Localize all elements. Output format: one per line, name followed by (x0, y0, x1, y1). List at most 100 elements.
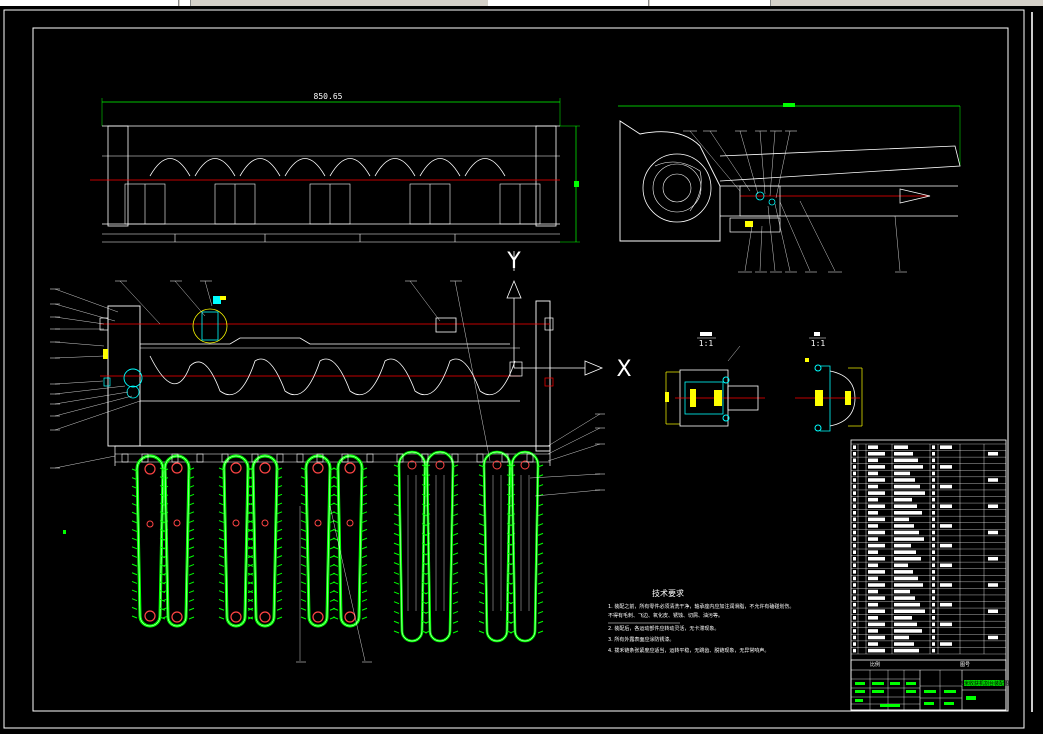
chain-tooth (218, 467, 225, 471)
row-code-mark (868, 596, 885, 600)
chain-tooth (361, 520, 368, 524)
axis-markers: Y X (506, 249, 631, 382)
row-number-mark (853, 576, 856, 581)
chain-tooth (361, 555, 368, 559)
top-dimension-text: 850.65 (314, 92, 343, 101)
chain-tooth (276, 607, 283, 611)
chain-tooth (537, 630, 544, 634)
chain-tooth (393, 611, 400, 614)
section-a-label: 1:1 (699, 339, 714, 348)
row-number-mark (853, 642, 856, 646)
row-number-mark (853, 635, 856, 640)
row-qty-mark (932, 530, 935, 535)
row-name-mark (894, 478, 915, 482)
chain-tooth (506, 542, 513, 546)
chain-tooth (276, 581, 283, 585)
chain-tooth (361, 485, 368, 488)
sprocket (144, 610, 156, 622)
sprocket (407, 460, 417, 470)
chain-tooth (218, 563, 225, 567)
row-number-mark (853, 484, 856, 489)
chain-tooth (247, 485, 254, 488)
chain-tooth (247, 546, 254, 550)
row-note-mark (988, 556, 998, 561)
chain-tooth (393, 571, 400, 575)
chain-tooth (421, 591, 428, 595)
sprocket (492, 460, 502, 470)
chain-tooth (188, 511, 195, 515)
row-qty-mark (932, 616, 935, 620)
row-note-mark (988, 504, 998, 509)
chain-tooth (537, 611, 544, 614)
chain-tooth (188, 502, 195, 506)
chain-tooth (188, 572, 195, 576)
chain-tooth (218, 581, 225, 585)
chain-loop-inner (483, 451, 511, 642)
chain-tooth (332, 572, 339, 576)
chain-tooth (159, 537, 166, 541)
side-scrollbar[interactable] (1027, 6, 1043, 734)
chain-tooth (332, 546, 339, 550)
chain-tooth (247, 563, 254, 567)
row-note-mark (988, 530, 998, 535)
chain-tooth (361, 537, 368, 541)
chain-tooth (506, 464, 513, 468)
chain-tooth (300, 476, 307, 480)
chain-tooth (506, 562, 513, 566)
chain-tooth (218, 493, 225, 497)
chain-tooth (332, 485, 339, 488)
chain-tooth (276, 485, 283, 488)
header-bolt (451, 453, 459, 463)
chain-tooth (247, 476, 254, 480)
chain-tooth (332, 493, 339, 497)
header-bolt (476, 453, 484, 463)
chain-tooth (361, 581, 368, 585)
chain-tooth (276, 555, 283, 559)
chain-tooth (421, 581, 428, 585)
chain-tooth (452, 630, 459, 634)
chain-tooth (478, 464, 485, 468)
cad-drawing-canvas[interactable]: 850.65 (0, 6, 1027, 734)
row-name-mark (894, 602, 920, 607)
chain-tooth (300, 467, 307, 471)
chain-tooth (478, 601, 485, 605)
row-number-mark (853, 445, 856, 449)
chain-tooth (421, 601, 428, 605)
chain-tooth (537, 464, 544, 468)
tech-note-line: 2. 装配后，各运动部件应转动灵活，无卡滞现象。 (608, 625, 719, 632)
chain-tooth (361, 599, 368, 602)
row-note-mark (988, 635, 998, 640)
sprocket (344, 611, 356, 623)
chain-tooth (247, 528, 254, 532)
row-number-mark (853, 517, 856, 522)
chain-tooth (218, 599, 225, 602)
chain-tooth (393, 562, 400, 566)
row-number-mark (853, 602, 856, 607)
chain-tooth (332, 502, 339, 506)
row-code-mark (868, 589, 878, 594)
gathering-chains (121, 450, 544, 643)
row-material-mark (940, 465, 952, 469)
chain-tooth (131, 555, 138, 558)
auger-flights-plan (149, 355, 516, 396)
chain-tooth (131, 580, 138, 584)
chain-tooth (361, 493, 368, 497)
row-material-mark (940, 622, 952, 627)
chain-tooth (276, 572, 283, 576)
row-name-mark (894, 471, 910, 476)
chain-tooth (393, 464, 400, 468)
row-number-mark (853, 648, 856, 653)
chain-tooth (131, 606, 138, 610)
chain-tooth (131, 503, 138, 507)
chain-tooth (276, 599, 283, 602)
chain-tooth (506, 620, 513, 624)
chain-tooth (537, 620, 544, 624)
chain-tooth (188, 476, 195, 480)
chain-tooth (300, 528, 307, 532)
scroll-track (1031, 12, 1033, 712)
row-name-mark (894, 537, 924, 541)
row-material-mark (940, 583, 952, 587)
header-bolt (141, 453, 149, 463)
tech-note-line: 3. 所有外露表面应涂防锈漆。 (608, 636, 674, 643)
chain-tooth (159, 599, 166, 602)
